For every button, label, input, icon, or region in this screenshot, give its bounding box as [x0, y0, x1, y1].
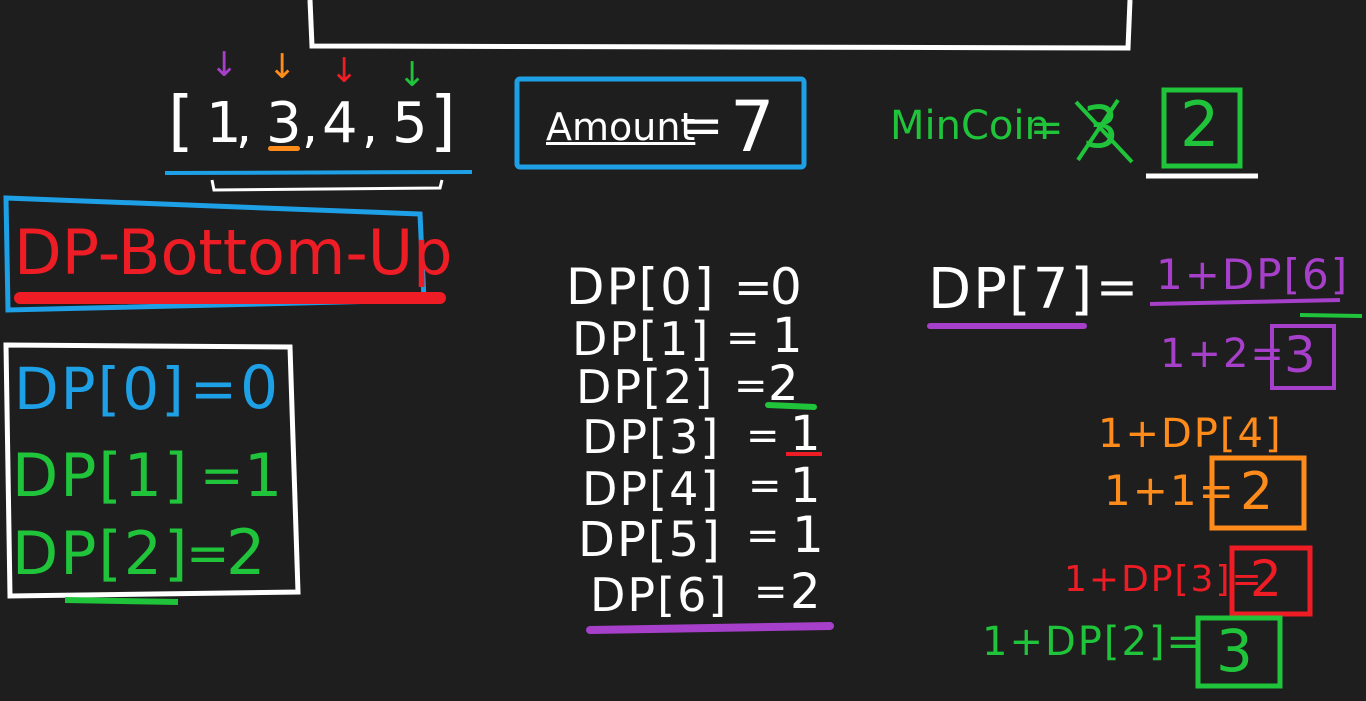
- dp-row-lhs: DP[4]: [582, 462, 721, 516]
- dp7-equals: =: [1096, 258, 1140, 316]
- arrow-down-icon: ↓: [398, 55, 427, 95]
- dp7-option-result: 2: [1240, 462, 1276, 522]
- coins-bracket-white: [210, 179, 444, 192]
- dp7-option-expr: 1+DP[6]: [1156, 250, 1350, 299]
- dp-row-lhs: DP[6]: [590, 568, 729, 622]
- dp-row-eq: =: [746, 513, 782, 559]
- amount-value: 7: [730, 86, 777, 168]
- base-case-1-eq: =: [200, 446, 246, 506]
- base-case-0-eq: =: [190, 357, 239, 422]
- base-case-2-rhs: 2: [226, 516, 268, 589]
- coin-bracket-open: [: [168, 82, 196, 159]
- dp-row-eq: =: [746, 413, 782, 459]
- coins-underline-blue: [164, 170, 473, 175]
- dp7-option-expr: 1+DP[2]=: [982, 619, 1203, 665]
- dp-row-rhs: 1: [792, 506, 826, 564]
- coin-sep-3: ,: [362, 96, 380, 154]
- arrow-down-icon: ↓: [210, 45, 239, 85]
- dp-row-eq: =: [734, 260, 775, 314]
- dp6-underline: [586, 622, 834, 634]
- coin-5: 5: [392, 91, 430, 156]
- coin-3-underline: [268, 146, 300, 151]
- arrow-down-icon: ↓: [268, 47, 297, 87]
- base-case-box: [3, 342, 301, 599]
- amount-label: Amount: [546, 105, 696, 149]
- base-case-2-lhs: DP[2]: [12, 519, 190, 589]
- dp-row-rhs: 0: [770, 258, 804, 316]
- opt1-underline-green: [1299, 313, 1363, 318]
- base-case-1-lhs: DP[1]: [12, 441, 190, 511]
- base-case-0-rhs: 0: [240, 353, 281, 423]
- dp7-option-calc: 1+1=: [1104, 466, 1236, 515]
- dp7-option-result: 3: [1216, 617, 1255, 685]
- dp2-underline: [765, 402, 817, 410]
- coin-4: 4: [322, 91, 360, 156]
- dp-row-lhs: DP[5]: [578, 512, 722, 568]
- coin-sep-1: ,: [236, 96, 254, 154]
- opt4-result-box: [1195, 615, 1283, 689]
- coin-sep-2: ,: [302, 96, 320, 154]
- dp-row-eq: =: [754, 569, 790, 615]
- base-case-1-rhs: 1: [244, 441, 285, 511]
- base-case-underline: [64, 597, 179, 605]
- dp-row-rhs: 2: [768, 356, 801, 412]
- amount-equals: =: [680, 96, 726, 156]
- arrow-down-icon: ↓: [330, 51, 359, 91]
- dp-row-rhs: 1: [790, 406, 823, 462]
- dp-row-eq: =: [748, 463, 784, 509]
- dp7-option-calc: 1+2=: [1160, 331, 1286, 377]
- dp7-option-result: 3: [1284, 326, 1318, 384]
- dp7-lhs: DP[7]: [928, 257, 1095, 322]
- opt3-result-box: [1229, 545, 1313, 617]
- base-case-2-eq: =: [186, 524, 232, 584]
- dp-row-rhs: 1: [772, 308, 805, 364]
- dp-row-lhs: DP[2]: [576, 360, 715, 414]
- min-coin-answer: 2: [1180, 88, 1222, 161]
- coin-bracket-close: ]: [430, 82, 458, 159]
- dp7-option-expr: 1+DP[4]: [1098, 411, 1283, 457]
- coin-3: 3: [266, 91, 304, 156]
- min-coin-crossed: 3: [1082, 93, 1121, 161]
- dp7-option-expr: 1+DP[3]=: [1064, 559, 1264, 600]
- opt1-result-box: [1270, 324, 1336, 390]
- min-coin-answer-box: [1161, 87, 1243, 169]
- amount-box: [514, 76, 807, 170]
- method-title: DP-Bottom-Up: [14, 216, 453, 289]
- min-coin-label: MinCoin: [890, 103, 1050, 149]
- dp-row-eq: =: [734, 363, 770, 409]
- opt1-underline-purple: [1149, 298, 1341, 306]
- dp-row-lhs: DP[0]: [566, 258, 716, 316]
- dp-row-eq: =: [726, 315, 762, 361]
- dp-row-rhs: 1: [790, 458, 823, 514]
- min-coin-equals: =: [1030, 105, 1066, 151]
- dp-row-lhs: DP[1]: [572, 312, 711, 366]
- opt2-result-box: [1209, 455, 1307, 531]
- base-case-0-lhs: DP[0]: [14, 355, 186, 423]
- dp7-option-result: 2: [1250, 550, 1284, 608]
- coin-1: 1: [206, 91, 244, 156]
- cross-mark: [1074, 98, 1134, 164]
- dp-row-rhs: 2: [790, 564, 823, 620]
- dp-row-lhs: DP[3]: [582, 410, 721, 464]
- top-box-stroke: [307, 0, 1133, 51]
